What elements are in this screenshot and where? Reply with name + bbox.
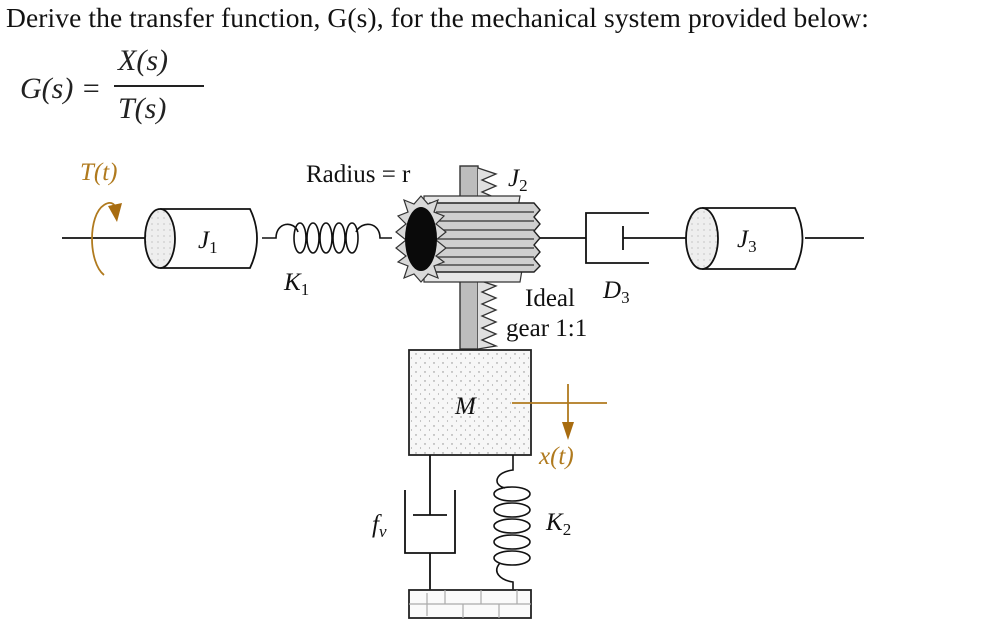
question-title: Derive the transfer function, G(s), for … — [6, 2, 869, 33]
displacement-arrow — [512, 384, 607, 440]
radius-label: Radius = r — [306, 161, 411, 188]
j1-label: J1 — [198, 227, 218, 257]
inertia-j3 — [685, 207, 864, 270]
damper-fv — [404, 455, 456, 590]
torque-arrowhead-icon — [108, 203, 122, 222]
gear-label-line2: gear 1:1 — [506, 315, 587, 342]
d3-label: D3 — [602, 277, 630, 307]
mass-label: M — [454, 393, 477, 420]
inertia-j1 — [144, 208, 258, 269]
k1-label: K1 — [283, 269, 309, 299]
spring-k1 — [262, 222, 392, 254]
equation-denominator: T(s) — [118, 92, 167, 125]
torque-label: T(t) — [80, 159, 118, 186]
j3-label: J3 — [737, 226, 757, 256]
ground — [408, 589, 532, 619]
equation-numerator: X(s) — [118, 44, 168, 77]
displacement-label: x(t) — [538, 443, 574, 470]
gear-j2 — [395, 195, 541, 283]
displacement-arrowhead-icon — [562, 422, 574, 440]
gear-label-line1: Ideal — [525, 285, 575, 312]
mass-m — [408, 349, 532, 456]
j2-label: J2 — [508, 165, 528, 195]
spring-k2 — [493, 455, 531, 590]
damper-fv-label: fv — [372, 511, 387, 541]
damper-d3 — [585, 212, 698, 264]
k2-label: K2 — [545, 509, 571, 539]
fraction-bar — [114, 85, 204, 87]
gear-hub — [405, 207, 437, 271]
equation-lhs: G(s) = — [20, 72, 102, 105]
torque-arrow — [91, 201, 122, 276]
